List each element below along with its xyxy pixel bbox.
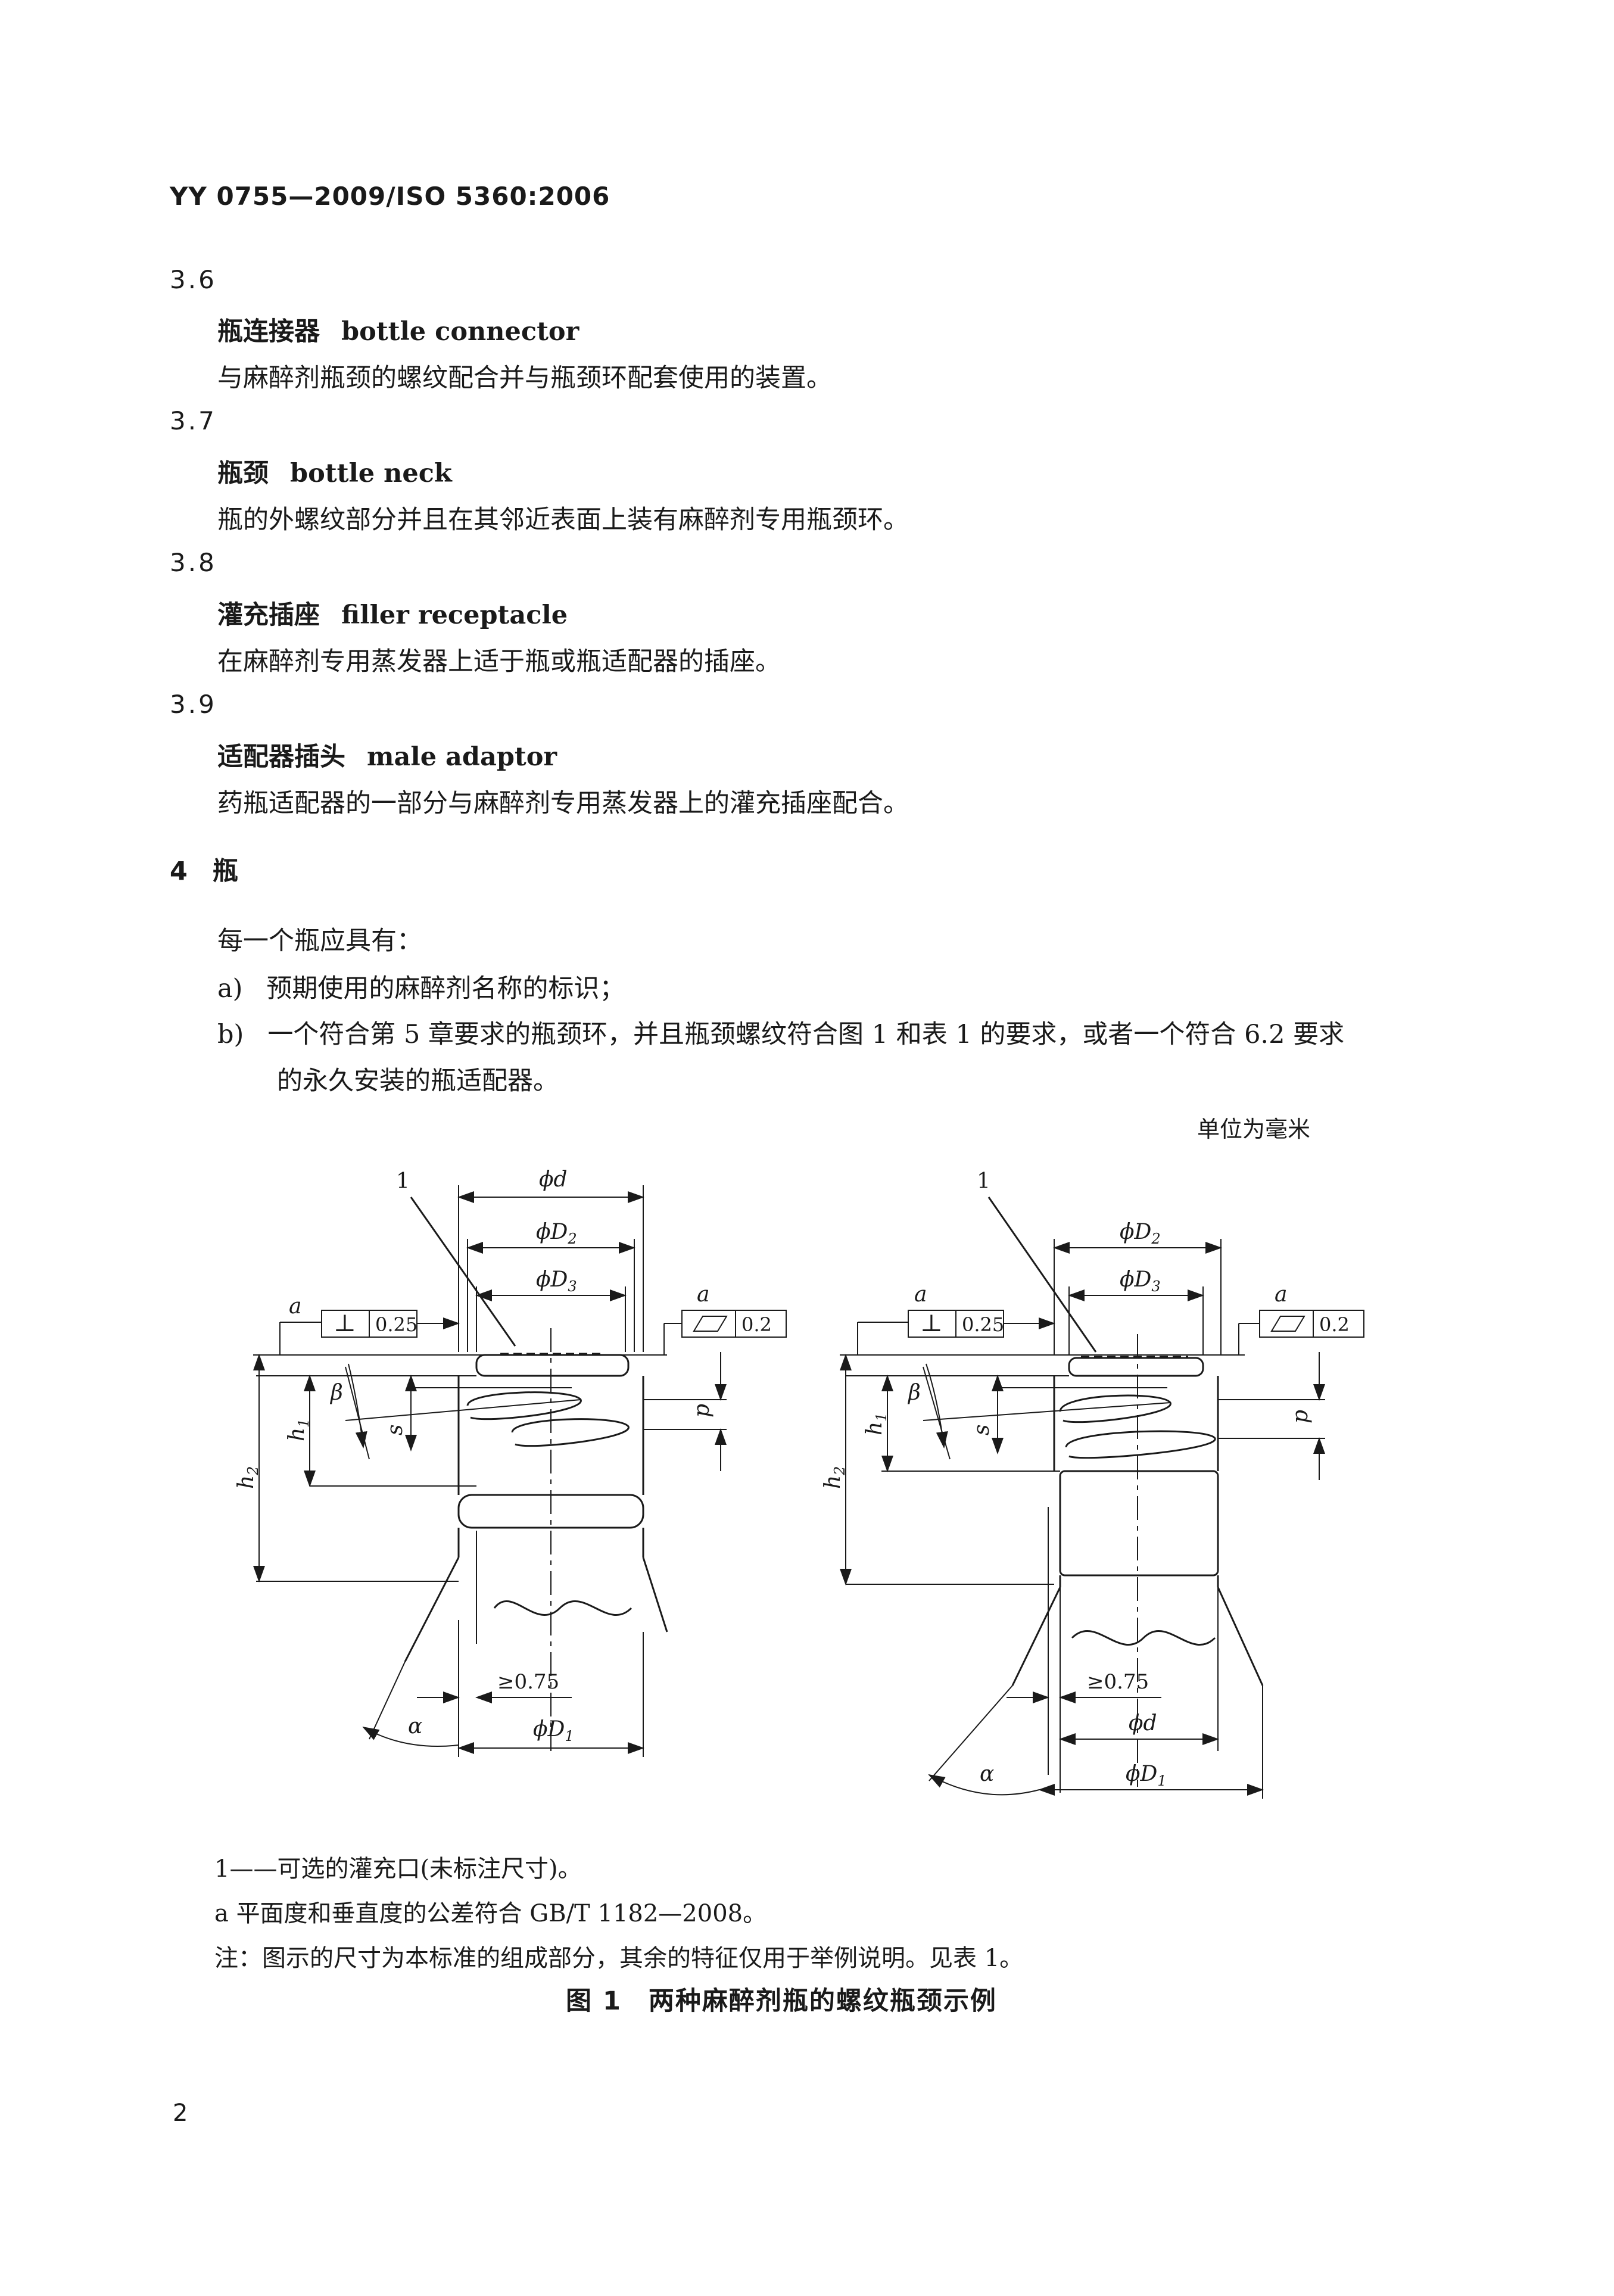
dim-D1-label: ϕD1 [533, 1717, 574, 1744]
list-text: 预期使用的麻醉剂名称的标识； [266, 974, 625, 1004]
callout-number: 1 [396, 1169, 410, 1194]
units-note: 单位为毫米 [1197, 1116, 1311, 1142]
neck-top [475, 1354, 630, 1377]
note-a-marker: a [697, 1282, 709, 1307]
dim-s-label: s [383, 1425, 407, 1435]
dim-D3-label: ϕD3 [1120, 1267, 1161, 1295]
term-cn: 适配器插头 [217, 742, 345, 772]
term-en: male adaptor [367, 742, 557, 772]
note-a-marker: a [1275, 1282, 1287, 1307]
list-text-continued: 的永久安装的瓶适配器。 [277, 1066, 559, 1096]
callout-number: 1 [977, 1169, 990, 1194]
term-cn: 灌充插座 [217, 600, 320, 630]
thread [1065, 1430, 1216, 1459]
list-item: a) 预期使用的麻醉剂名称的标识； [217, 968, 625, 1005]
dim-h2-label: h2 [821, 1466, 848, 1489]
perpendicularity-symbol: ⊥ [334, 1310, 356, 1337]
term-definition: 在麻醉剂专用蒸发器上适于瓶或瓶适配器的插座。 [217, 647, 781, 677]
term-heading: 灌充插座 filler receptacle [217, 594, 568, 631]
angle-beta-label: β [329, 1381, 343, 1405]
term-en: bottle connector [341, 317, 579, 347]
neck-top [1068, 1357, 1204, 1377]
perpendicularity-symbol: ⊥ [920, 1310, 943, 1337]
angle-alpha-label: α [980, 1762, 994, 1786]
note-a-marker: a [914, 1282, 927, 1307]
angle-beta-label: β [907, 1381, 921, 1405]
section-number: 3.6 [170, 265, 217, 294]
thread [1059, 1394, 1171, 1423]
section-number: 3.8 [170, 548, 217, 577]
callout-leader [410, 1197, 516, 1347]
clause-intro: 每一个瓶应具有： [217, 926, 422, 956]
dim-p-label: p [690, 1404, 714, 1418]
term-en: filler receptacle [341, 600, 568, 630]
break-line [493, 1600, 632, 1616]
dim-h1-label: h1 [285, 1419, 312, 1441]
dim-p-label: p [1288, 1410, 1313, 1423]
term-cn: 瓶颈 [217, 459, 269, 488]
list-text: 一个符合第 5 章要求的瓶颈环，并且瓶颈螺纹符合图 1 和表 1 的要求，或者一… [267, 1020, 1345, 1049]
term-definition: 与麻醉剂瓶颈的螺纹配合并与瓶颈环配套使用的装置。 [217, 363, 832, 393]
dim-h2-label: h2 [234, 1466, 261, 1489]
dim-h1-label: h1 [862, 1413, 890, 1435]
dim-D2-label: ϕD2 [1120, 1220, 1161, 1247]
dim-d-label: ϕd [539, 1167, 568, 1192]
page-number: 2 [173, 2099, 188, 2127]
clause-number: 4 [170, 856, 188, 886]
thread [466, 1391, 582, 1420]
dim-D2-label: ϕD2 [536, 1220, 577, 1247]
figure-bottle-necks: 1 ϕd ϕD2 ϕD3 a a ⊥ 0.25 0.2 β h1 h2 s p … [234, 1167, 1364, 1799]
section-number: 3.9 [170, 690, 217, 719]
angle-alpha-label: α [408, 1714, 422, 1739]
perpendicularity-tolerance: 0.25 [962, 1313, 1004, 1336]
figure-note-tolerance: a 平面度和垂直度的公差符合 GB/T 1182—2008。 [214, 1900, 767, 1927]
break-line [1071, 1630, 1216, 1646]
list-item: b) 一个符合第 5 章要求的瓶颈环，并且瓶颈螺纹符合图 1 和表 1 的要求，或… [217, 1014, 1344, 1051]
list-marker: a) [217, 974, 243, 1004]
flatness-tolerance: 0.2 [741, 1313, 772, 1336]
perpendicularity-tolerance: 0.25 [375, 1313, 417, 1336]
figure-title: 图 1 两种麻醉剂瓶的螺纹瓶颈示例 [566, 1986, 997, 2016]
dim-D1-label: ϕD1 [1126, 1762, 1167, 1789]
term-definition: 药瓶适配器的一部分与麻醉剂专用蒸发器上的灌充插座配合。 [217, 789, 909, 818]
figure-note-general: 注：图示的尺寸为本标准的组成部分，其余的特征仅用于举例说明。见表 1。 [214, 1945, 1024, 1972]
term-heading: 适配器插头 male adaptor [217, 736, 557, 773]
callout-leader [987, 1197, 1097, 1353]
term-en: bottle neck [290, 459, 452, 488]
min-wall-label: ≥0.75 [497, 1670, 559, 1694]
standard-header: YY 0755—2009/ISO 5360:2006 [170, 182, 610, 211]
clause-title: 瓶 [212, 856, 238, 886]
neck-ring [1059, 1470, 1219, 1577]
term-definition: 瓶的外螺纹部分并且在其邻近表面上装有麻醉剂专用瓶颈环。 [217, 505, 909, 535]
min-wall-label: ≥0.75 [1087, 1670, 1149, 1694]
note-a-marker: a [289, 1294, 301, 1319]
thread [511, 1418, 630, 1447]
list-marker: b) [217, 1020, 244, 1049]
term-heading: 瓶颈 bottle neck [217, 453, 452, 490]
left-bottle-drawing [253, 1185, 787, 1757]
right-bottle-drawing [840, 1197, 1364, 1799]
term-heading: 瓶连接器 bottle connector [217, 311, 579, 348]
term-cn: 瓶连接器 [217, 317, 320, 347]
section-number: 3.7 [170, 406, 217, 435]
figure-note-callout: 1——可选的灌充口(未标注尺寸)。 [214, 1855, 582, 1883]
dim-d-label: ϕd [1129, 1711, 1157, 1736]
flatness-tolerance: 0.2 [1319, 1313, 1350, 1336]
dim-D3-label: ϕD3 [536, 1267, 577, 1295]
dim-s-label: s [970, 1425, 994, 1435]
